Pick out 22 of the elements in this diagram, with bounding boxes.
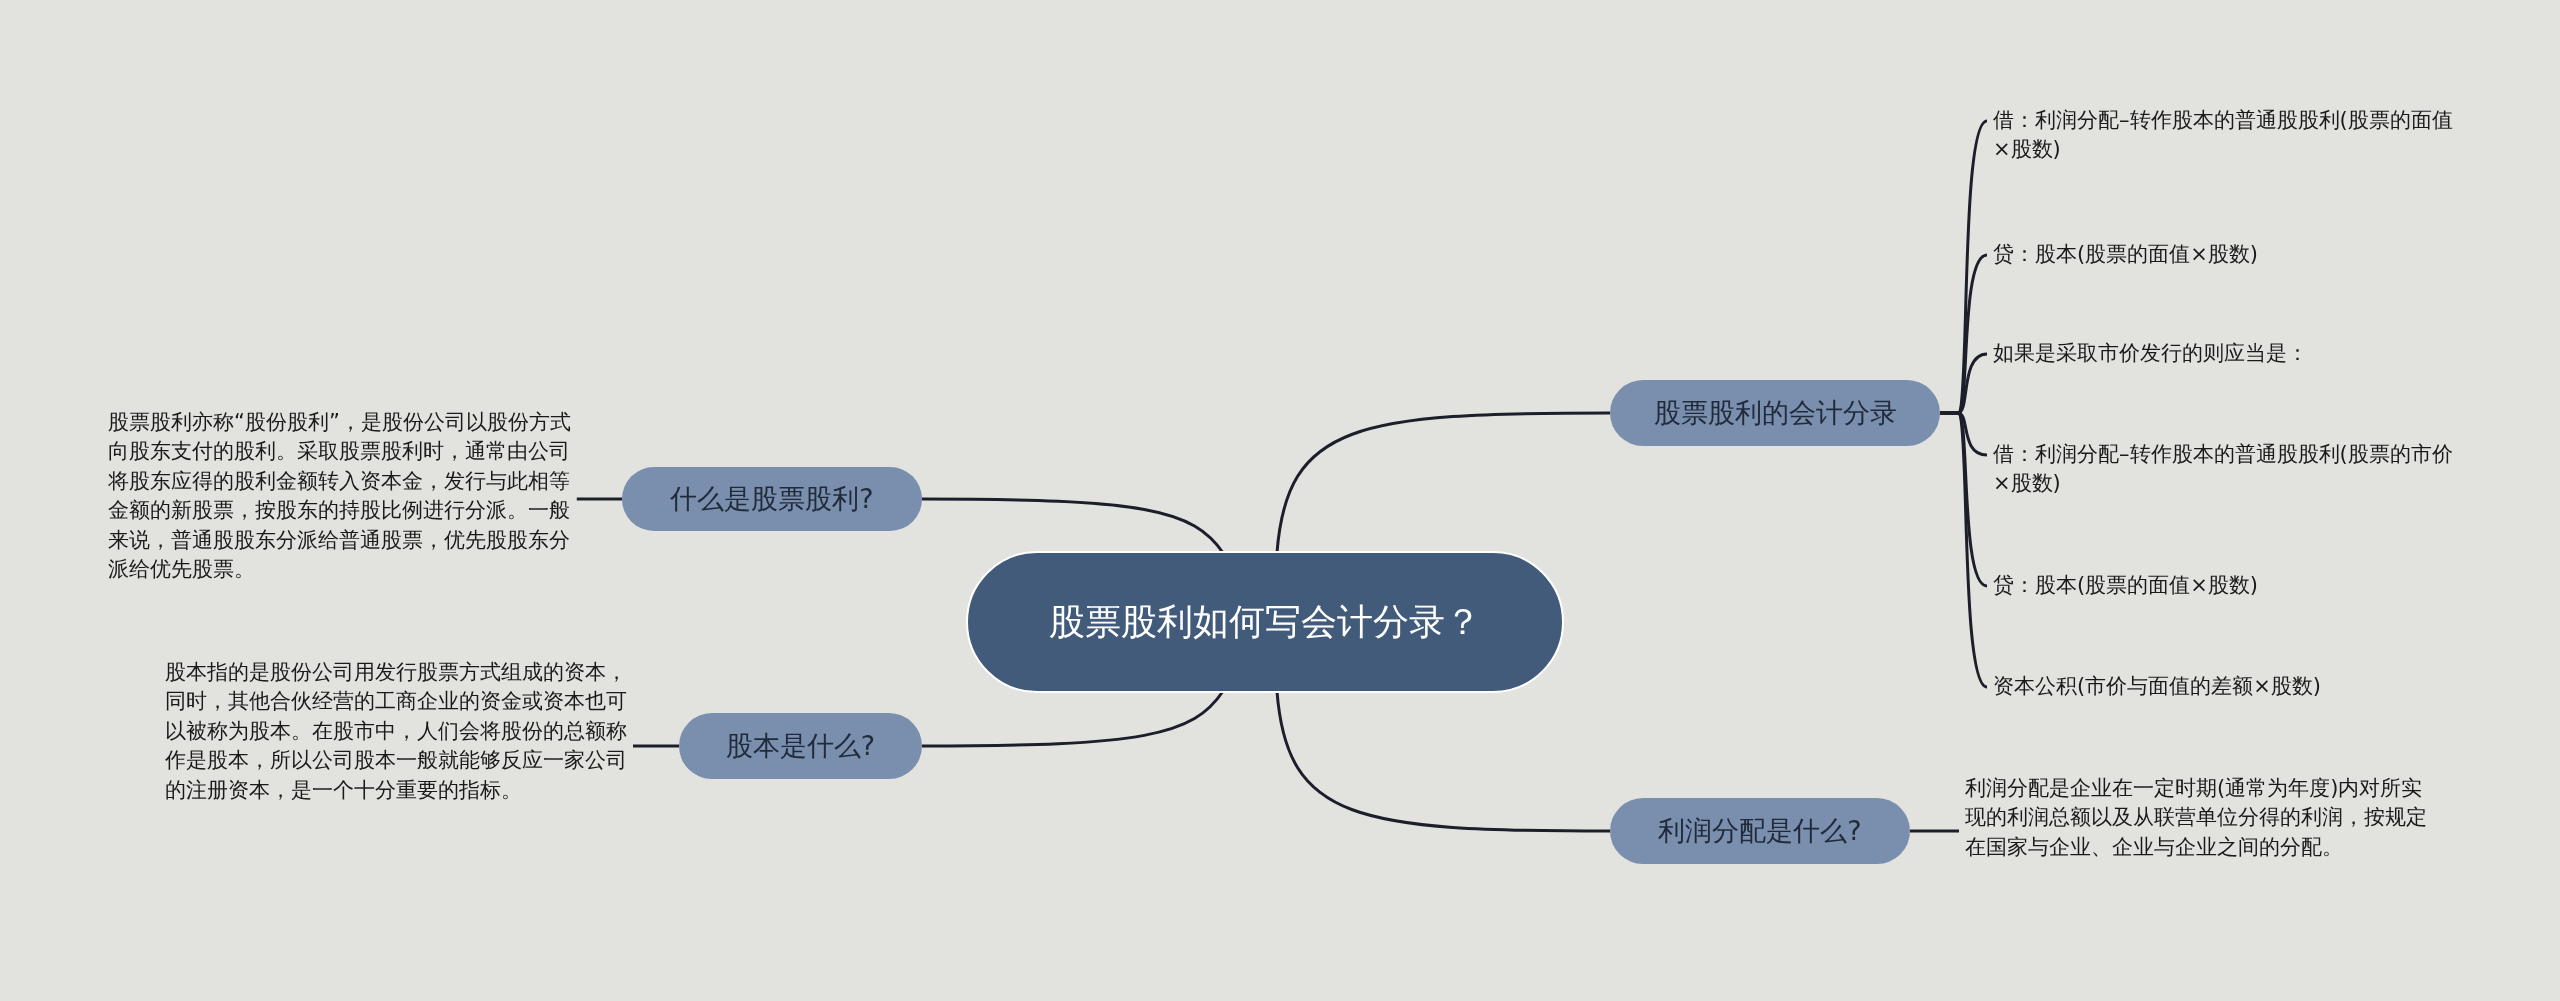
connector-line	[1910, 829, 1959, 833]
note-text: 利润分配是企业在一定时期(通常为年度)内对所实现的利润总额以及从联营单位分得的利润，按规定在国家与企业、企业与企业之间的分配。	[1965, 774, 2430, 863]
subtopic-text: 借：利润分配–转作股本的普通股股利(股票的市价×股数)	[1993, 440, 2463, 499]
connector-line	[576, 497, 622, 501]
connector-line	[1275, 411, 1610, 554]
connector-line	[1275, 690, 1610, 833]
topic-box: 利润分配是什么?	[1610, 798, 1910, 864]
topic-box: 什么是股票股利?	[622, 467, 922, 531]
connector-line	[633, 744, 679, 748]
connector-line	[922, 690, 1225, 748]
subtopic-text: 借：利润分配–转作股本的普通股股利(股票的面值×股数)	[1993, 106, 2463, 165]
connector-line	[1940, 411, 1988, 689]
subtopic-text: 资本公积(市价与面值的差额×股数)	[1993, 672, 2463, 702]
subtopic-text: 贷：股本(股票的面值×股数)	[1993, 571, 2463, 601]
note-text: 股本指的是股份公司用发行股票方式组成的资本，同时，其他合伙经营的工商企业的资金或资本也可以被称为股本。在股市中，人们会将股份的总额称作是股本，所以公司股本一般就能够反应一家公司的注册资本，是一个十分重要的指标。	[165, 658, 630, 805]
central-topic: 股票股利如何写会计分录？	[966, 551, 1564, 693]
subtopic-text: 贷：股本(股票的面值×股数)	[1993, 240, 2463, 270]
topic-box: 股本是什么?	[679, 713, 922, 779]
topic-box: 股票股利的会计分录	[1610, 380, 1940, 446]
subtopic-text: 如果是采取市价发行的则应当是：	[1993, 339, 2463, 369]
note-text: 股票股利亦称“股份股利”，是股份公司以股份方式向股东支付的股利。采取股票股利时，通常由公司将股东应得的股利金额转入资本金，发行与此相等金额的新股票，按股东的持股比例进行分派。一般来说，普通股股东分派给普通股票，优先股股东分派给优先股票。	[108, 408, 578, 585]
connector-line	[922, 497, 1225, 554]
